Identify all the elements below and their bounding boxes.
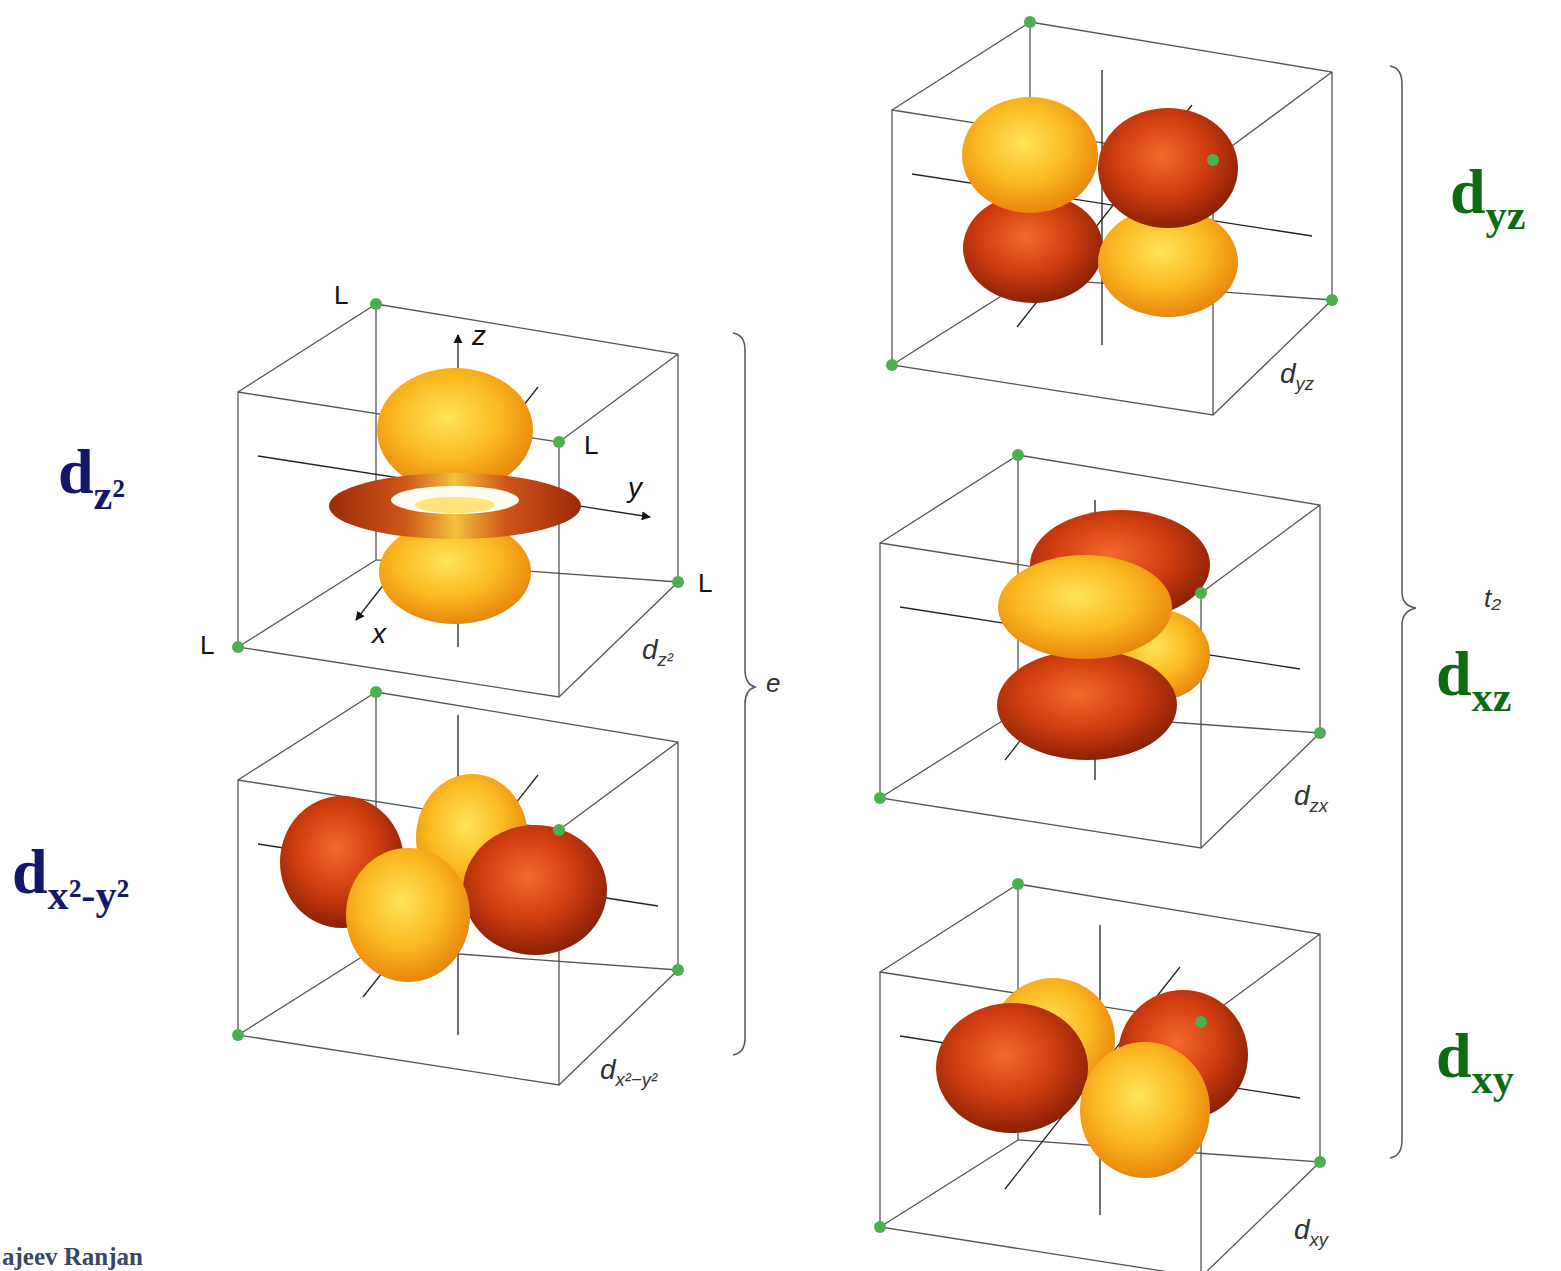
orbital-caption: dx²−y² — [600, 1056, 657, 1090]
axes — [258, 335, 650, 647]
orbital-subscript: xy — [1310, 1229, 1328, 1250]
orbital-caption: dyz — [1280, 360, 1314, 394]
set-label: e — [766, 670, 780, 696]
set-label: t₂ — [1484, 585, 1501, 611]
orbital-lobes — [962, 97, 1238, 317]
cube-frame — [238, 304, 678, 697]
axes — [900, 925, 1300, 1215]
orbital-lobes — [997, 510, 1210, 760]
cube-frame — [880, 884, 1320, 1271]
orbital-subscript: x²-y² — [48, 871, 130, 918]
author-watermark: ajeev Ranjan — [2, 1244, 143, 1269]
orbital-lobes — [329, 368, 581, 624]
orbital-letter: d — [12, 836, 48, 907]
orbital-subscript: z² — [94, 471, 125, 518]
orbital-name: dyz — [1450, 160, 1525, 236]
orbital-name: dxy — [1436, 1024, 1514, 1100]
brace — [1390, 66, 1416, 1158]
orbital-letter: d — [1294, 1214, 1310, 1245]
orbital-letter: d — [642, 634, 658, 665]
orbital-caption: dzx — [1294, 782, 1328, 816]
orbital-lobes — [280, 774, 607, 982]
orbital-subscript: xy — [1472, 1055, 1514, 1102]
ligand-label: L — [334, 282, 348, 308]
cube-frame — [238, 692, 678, 1085]
orbital-letter: d — [58, 436, 94, 507]
ligand-label: L — [200, 632, 214, 658]
ligand-label: L — [584, 432, 598, 458]
orbital-caption: dz² — [642, 636, 673, 670]
cube-frame — [892, 22, 1332, 415]
cube-frame — [880, 455, 1320, 848]
orbital-letter: d — [600, 1054, 616, 1085]
orbital-lobes — [936, 978, 1248, 1178]
orbital-letter: d — [1436, 638, 1472, 709]
orbital-caption: dxy — [1294, 1216, 1328, 1250]
orbital-letter: d — [1450, 156, 1486, 227]
orbital-subscript: yz — [1296, 373, 1314, 394]
axes — [900, 500, 1300, 780]
axis-label: x — [372, 620, 386, 648]
orbital-letter: d — [1436, 1020, 1472, 1091]
axes — [912, 70, 1312, 345]
axis-label: z — [472, 322, 486, 350]
orbital-subscript: yz — [1486, 191, 1526, 238]
brace — [733, 333, 755, 1055]
orbital-subscript: z² — [658, 649, 673, 670]
axis-label: y — [628, 474, 642, 502]
orbital-subscript: xz — [1472, 673, 1512, 720]
ligand-label: L — [698, 570, 712, 596]
orbital-name: dxz — [1436, 642, 1511, 718]
axes — [258, 715, 658, 1035]
orbital-name: dx²-y² — [12, 840, 129, 916]
orbital-name: dz² — [58, 440, 125, 516]
orbital-subscript: zx — [1310, 795, 1328, 816]
ligand-dots — [232, 16, 1338, 1233]
orbital-letter: d — [1294, 780, 1310, 811]
orbital-letter: d — [1280, 358, 1296, 389]
orbital-subscript: x²−y² — [616, 1069, 658, 1090]
